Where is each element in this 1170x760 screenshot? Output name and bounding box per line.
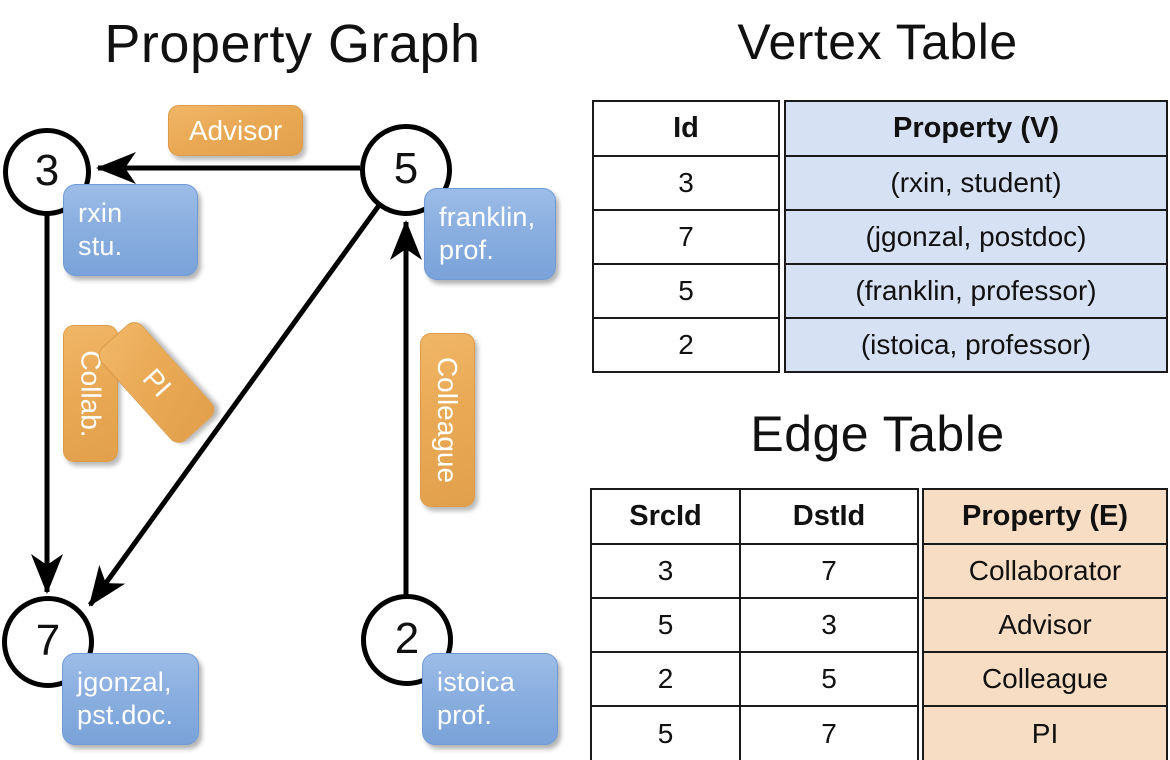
edge-table-column-property: Property (E) Collaborator Advisor Collea… bbox=[922, 488, 1168, 760]
edge-table-cell-srcid: 5 bbox=[592, 599, 739, 653]
edge-table-cell-dstid: 3 bbox=[741, 599, 917, 653]
callout-line-1: jgonzal, bbox=[77, 667, 172, 697]
vertex-table-column-property: Property (V) (rxin, student) (jgonzal, p… bbox=[784, 100, 1168, 373]
edge-table-cell-property: Collaborator bbox=[924, 545, 1166, 599]
vertex-table-header-id: Id bbox=[594, 102, 778, 157]
graph-node-5-label: 5 bbox=[393, 144, 419, 193]
node-property-callout-franklin: franklin, prof. bbox=[424, 188, 556, 280]
edge-label-advisor-text: Advisor bbox=[188, 114, 283, 146]
edge-label-colleague-text: Colleague bbox=[432, 356, 464, 484]
vertex-table-cell-id: 3 bbox=[594, 157, 778, 211]
callout-line-2: stu. bbox=[78, 231, 123, 261]
edge-table-cell-srcid: 2 bbox=[592, 653, 739, 707]
edge-label-colleague: Colleague bbox=[420, 333, 475, 507]
vertex-table-column-id: Id 3 7 5 2 bbox=[592, 100, 780, 373]
graph-node-2-label: 2 bbox=[394, 614, 420, 663]
edge-table-column-dstid: DstId 7 3 5 7 bbox=[739, 488, 919, 760]
node-property-callout-jgonzal: jgonzal, pst.doc. bbox=[62, 653, 199, 745]
callout-line-2: pst.doc. bbox=[77, 700, 174, 730]
callout-line-1: istoica bbox=[437, 667, 515, 697]
callout-line-2: prof. bbox=[437, 700, 493, 730]
vertex-table-cell-property: (jgonzal, postdoc) bbox=[786, 211, 1166, 265]
edge-table-header-srcid: SrcId bbox=[592, 490, 739, 545]
vertex-table-cell-id: 2 bbox=[594, 319, 778, 371]
property-graph-diagram: 3 5 7 2 rxin stu. franklin, prof. jgonza… bbox=[2, 105, 558, 745]
edge-table-cell-srcid: 5 bbox=[592, 707, 739, 760]
page-title-vertex-table: Vertex Table bbox=[737, 14, 1018, 70]
vertex-table-cell-property: (rxin, student) bbox=[786, 157, 1166, 211]
graph-node-2[interactable]: 2 bbox=[361, 594, 453, 686]
vertex-table-cell-property: (franklin, professor) bbox=[786, 265, 1166, 319]
vertex-table-header-property: Property (V) bbox=[786, 102, 1166, 157]
edge-table-cell-property: PI bbox=[924, 707, 1166, 760]
graph-node-5[interactable]: 5 bbox=[360, 124, 452, 216]
callout-line-1: franklin, bbox=[439, 202, 536, 232]
page-title-edge-table: Edge Table bbox=[750, 406, 1005, 462]
vertex-table-cell-property: (istoica, professor) bbox=[786, 319, 1166, 371]
vertex-table-cell-id: 5 bbox=[594, 265, 778, 319]
node-property-callout-istoica: istoica prof. bbox=[422, 653, 558, 745]
edge-table-header-dstid: DstId bbox=[741, 490, 917, 545]
callout-line-2: prof. bbox=[439, 235, 495, 265]
edge-table-cell-property: Advisor bbox=[924, 599, 1166, 653]
edge-table-cell-srcid: 3 bbox=[592, 545, 739, 599]
node-property-callout-rxin: rxin stu. bbox=[63, 184, 198, 276]
edge-table-column-srcid: SrcId 3 5 2 5 bbox=[590, 488, 741, 760]
graph-node-3-label: 3 bbox=[34, 146, 60, 195]
edge-label-pi-text: PI bbox=[136, 361, 178, 403]
edge-table-cell-property: Colleague bbox=[924, 653, 1166, 707]
edge-table-cell-dstid: 7 bbox=[741, 707, 917, 760]
page-title-property-graph: Property Graph bbox=[104, 14, 481, 74]
edge-table-header-property: Property (E) bbox=[924, 490, 1166, 545]
edge-table-cell-dstid: 5 bbox=[741, 653, 917, 707]
edge-5-to-7-pi bbox=[87, 202, 383, 607]
edge-table-cell-dstid: 7 bbox=[741, 545, 917, 599]
callout-line-1: rxin bbox=[78, 198, 123, 228]
graph-node-7-label: 7 bbox=[35, 616, 61, 665]
graph-edge-arrows bbox=[31, 152, 422, 607]
vertex-table-cell-id: 7 bbox=[594, 211, 778, 265]
edge-label-advisor: Advisor bbox=[168, 105, 303, 156]
